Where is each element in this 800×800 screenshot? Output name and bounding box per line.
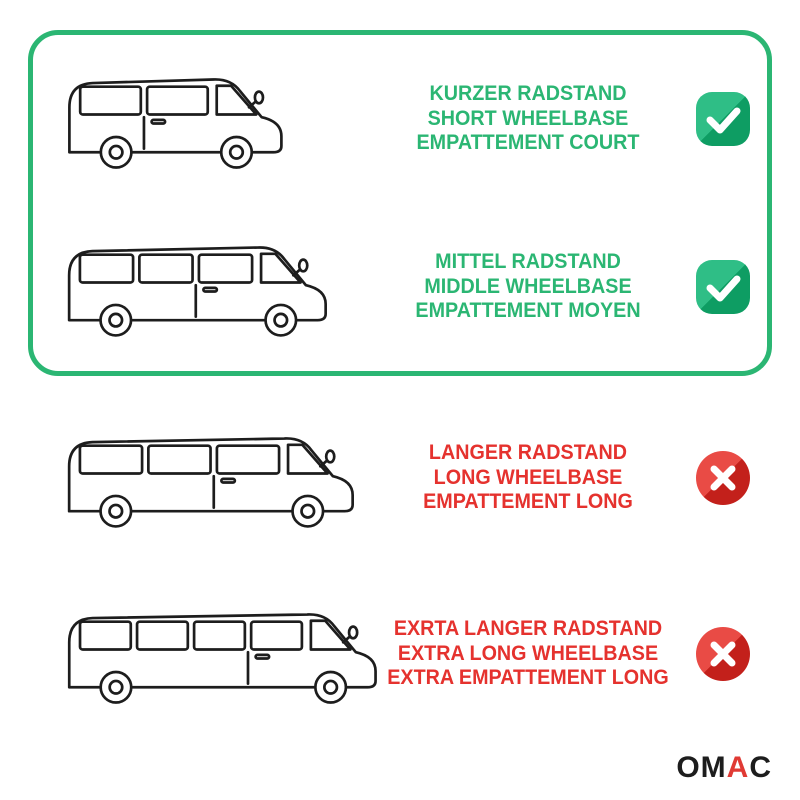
wheelbase-row-middle: MITTEL RADSTAND MIDDLE WHEELBASE EMPATTE…: [33, 203, 767, 371]
van-extra-long-wheelbase-illustration: [53, 601, 390, 707]
compatible-variants-box: KURZER RADSTAND SHORT WHEELBASE EMPATTEM…: [28, 30, 772, 376]
label-german: KURZER RADSTAND: [429, 82, 627, 106]
wheelbase-row-extra-long: EXRTA LANGER RADSTAND EXTRA LONG WHEELBA…: [33, 566, 767, 742]
cross-icon: [695, 451, 750, 505]
label-english: MIDDLE WHEELBASE: [424, 274, 632, 298]
label-english: EXTRA LONG WHEELBASE: [397, 641, 659, 665]
van-column: [33, 66, 378, 172]
status-column: [678, 451, 767, 505]
wheelbase-label-middle: MITTEL RADSTAND MIDDLE WHEELBASE EMPATTE…: [387, 250, 669, 323]
status-column: [678, 627, 767, 681]
logo-part1: OM: [676, 751, 727, 784]
wheelbase-label-short: KURZER RADSTAND SHORT WHEELBASE EMPATTEM…: [387, 82, 669, 155]
label-english: LONG WHEELBASE: [433, 465, 623, 489]
van-column: [33, 425, 378, 531]
van-column: [33, 601, 378, 707]
van-column: [33, 234, 378, 340]
status-column: [678, 260, 767, 314]
label-english: SHORT WHEELBASE: [427, 106, 629, 130]
logo-part2: C: [749, 751, 772, 784]
wheelbase-row-long: LANGER RADSTAND LONG WHEELBASE EMPATTEME…: [33, 390, 767, 566]
van-middle-wheelbase-illustration: [53, 234, 340, 340]
van-short-wheelbase-illustration: [53, 66, 296, 172]
label-french: EXTRA EMPATTEMENT LONG: [387, 666, 669, 690]
label-german: MITTEL RADSTAND: [435, 250, 621, 274]
wheelbase-row-short: KURZER RADSTAND SHORT WHEELBASE EMPATTEM…: [33, 35, 767, 203]
label-french: EMPATTEMENT MOYEN: [415, 299, 641, 323]
check-icon: [695, 260, 750, 314]
status-column: [678, 92, 767, 146]
wheelbase-label-extra-long: EXRTA LANGER RADSTAND EXTRA LONG WHEELBA…: [387, 617, 669, 690]
label-french: EMPATTEMENT COURT: [416, 131, 640, 155]
logo-accent-letter: A: [726, 751, 750, 784]
cross-icon: [695, 627, 750, 681]
check-icon: [695, 92, 750, 146]
incompatible-variants: LANGER RADSTAND LONG WHEELBASE EMPATTEME…: [33, 390, 767, 742]
label-french: EMPATTEMENT LONG: [423, 490, 633, 514]
wheelbase-label-long: LANGER RADSTAND LONG WHEELBASE EMPATTEME…: [387, 441, 669, 514]
omac-logo: OMAC: [676, 751, 772, 785]
van-long-wheelbase-illustration: [53, 425, 367, 531]
label-german: EXRTA LANGER RADSTAND: [393, 617, 663, 641]
label-german: LANGER RADSTAND: [428, 441, 628, 465]
